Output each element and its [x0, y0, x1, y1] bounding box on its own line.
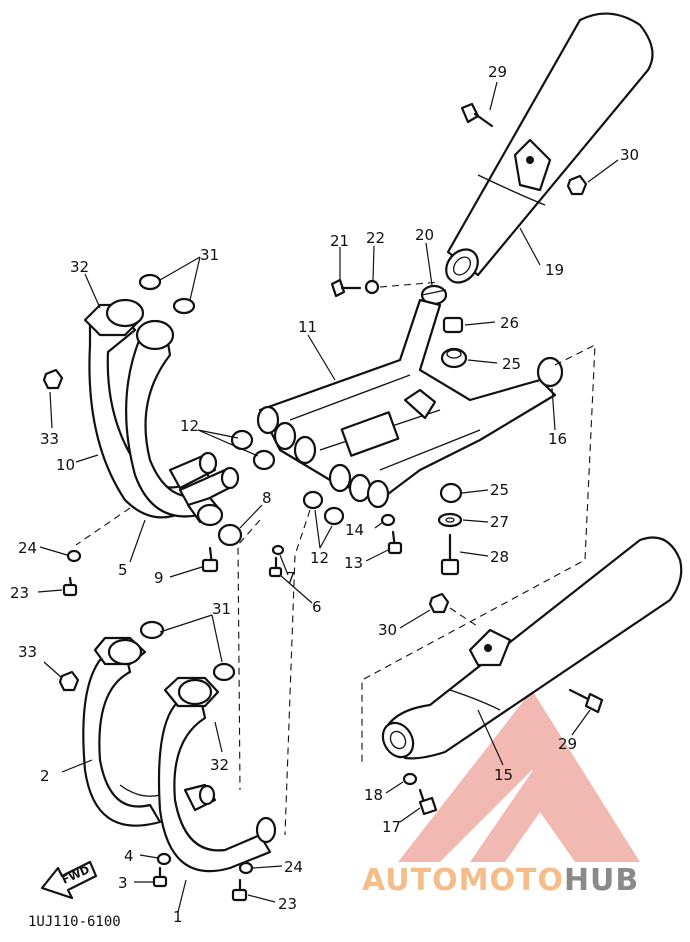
callout-32-lower: 32: [210, 756, 229, 774]
header-pipe-1: [157, 676, 277, 873]
lower-muffler-15: [381, 536, 683, 760]
damper-26: [442, 316, 464, 334]
gasket-20: [420, 284, 448, 306]
watermark-text: AUTOMOTOHUB: [362, 863, 639, 898]
callout-5: 5: [118, 561, 128, 579]
bolt-29-upper: [460, 102, 494, 128]
callout-15: 15: [494, 766, 513, 784]
watermark-text-hub: HUB: [564, 863, 639, 898]
callout-17: 17: [382, 818, 401, 836]
bolt-9: [201, 546, 219, 573]
dash-30-muffler: [449, 607, 481, 629]
callout-20: 20: [415, 226, 434, 244]
callout-3: 3: [118, 874, 128, 892]
callout-29-upper: 29: [488, 63, 507, 81]
washer-27: [437, 512, 463, 528]
callout-18: 18: [364, 786, 383, 804]
nut-33-upper: [42, 368, 64, 390]
grommet-25-upper: [440, 347, 468, 369]
header-pipe-5: [105, 298, 212, 518]
watermark-text-automoto: AUTOMOTO: [362, 863, 564, 898]
washer-18: [402, 772, 418, 786]
callout-13: 13: [344, 554, 363, 572]
dash-frame-right: [361, 344, 596, 765]
callout-26: 26: [500, 314, 519, 332]
diagram-code: 1UJ110-6100: [28, 914, 121, 930]
nut-30-upper: [566, 174, 588, 196]
callout-24-lower: 24: [284, 858, 303, 876]
callout-31-lower: 31: [212, 600, 231, 618]
callout-32-upper: 32: [70, 258, 89, 276]
callout-1: 1: [173, 908, 183, 926]
callout-11: 11: [298, 318, 317, 336]
callout-6: 6: [312, 598, 322, 616]
callout-23-upper: 23: [10, 584, 29, 602]
grommet-25-lower: [439, 482, 463, 504]
callout-12-right: 12: [310, 549, 329, 567]
callout-14: 14: [345, 521, 364, 539]
callout-22: 22: [366, 229, 385, 247]
callout-33-upper: 33: [40, 430, 59, 448]
washer-7: [271, 544, 285, 556]
callout-25-upper: 25: [502, 355, 521, 373]
fwd-arrow-icon: FWD: [40, 860, 98, 900]
callout-19: 19: [545, 261, 564, 279]
gasket-31-lower: [139, 620, 236, 682]
watermark-triangle-inner: [470, 760, 610, 862]
gasket-31-upper: [138, 273, 196, 315]
callout-28: 28: [490, 548, 509, 566]
bolt-13: [387, 530, 403, 555]
callout-2: 2: [40, 767, 50, 785]
callout-9: 9: [154, 569, 164, 587]
bolt-3: [152, 866, 168, 888]
callout-30-upper: 30: [620, 146, 639, 164]
bolt-23-lower: [231, 878, 248, 902]
callout-7: 7: [286, 569, 296, 587]
bolt-23-upper: [62, 576, 78, 597]
callout-23-lower: 23: [278, 895, 297, 913]
callout-8: 8: [262, 489, 272, 507]
washer-14: [380, 513, 396, 527]
upper-muffler-19: [445, 12, 654, 284]
header-pipe-2: [82, 636, 162, 827]
callout-25-lower: 25: [490, 481, 509, 499]
callout-30-lower: 30: [378, 621, 397, 639]
gasket-16: [536, 356, 564, 388]
washer-22: [364, 279, 380, 295]
callout-12-left: 12: [180, 417, 199, 435]
nut-30-lower: [428, 592, 450, 614]
callout-10: 10: [56, 456, 75, 474]
bolt-17: [418, 788, 438, 816]
washer-24-upper: [66, 549, 82, 563]
leader-lines: [37, 81, 619, 913]
gasket-12-left: [230, 429, 276, 471]
washer-24-lower: [238, 861, 254, 875]
gasket-8: [217, 523, 243, 547]
callout-33-lower: 33: [18, 643, 37, 661]
nut-33-lower: [58, 670, 80, 692]
callout-labels: 29 30 19 21 22 20 31 32 11 26 25 33 12 1…: [10, 63, 639, 926]
callout-21: 21: [330, 232, 349, 250]
crossover-pipe-11: [256, 298, 557, 509]
dash-12-lower: [284, 509, 311, 836]
callout-4: 4: [124, 847, 134, 865]
dash-10-24: [75, 507, 131, 546]
watermark-logo: [398, 690, 640, 862]
dash-21-20: [379, 281, 441, 288]
bolt-6: [268, 556, 283, 578]
callout-16: 16: [548, 430, 567, 448]
bolt-28: [440, 533, 460, 576]
callout-31-upper: 31: [200, 246, 219, 264]
callout-29-lower: 29: [558, 735, 577, 753]
callout-24-upper: 24: [18, 539, 37, 557]
gasket-12-right: [302, 490, 345, 526]
dash-8-lower: [237, 519, 261, 791]
bolt-21: [330, 278, 362, 298]
bolt-29-lower: [568, 688, 604, 714]
header-pipe-5-ends: [168, 451, 240, 527]
callout-27: 27: [490, 513, 509, 531]
washer-4: [156, 852, 172, 866]
